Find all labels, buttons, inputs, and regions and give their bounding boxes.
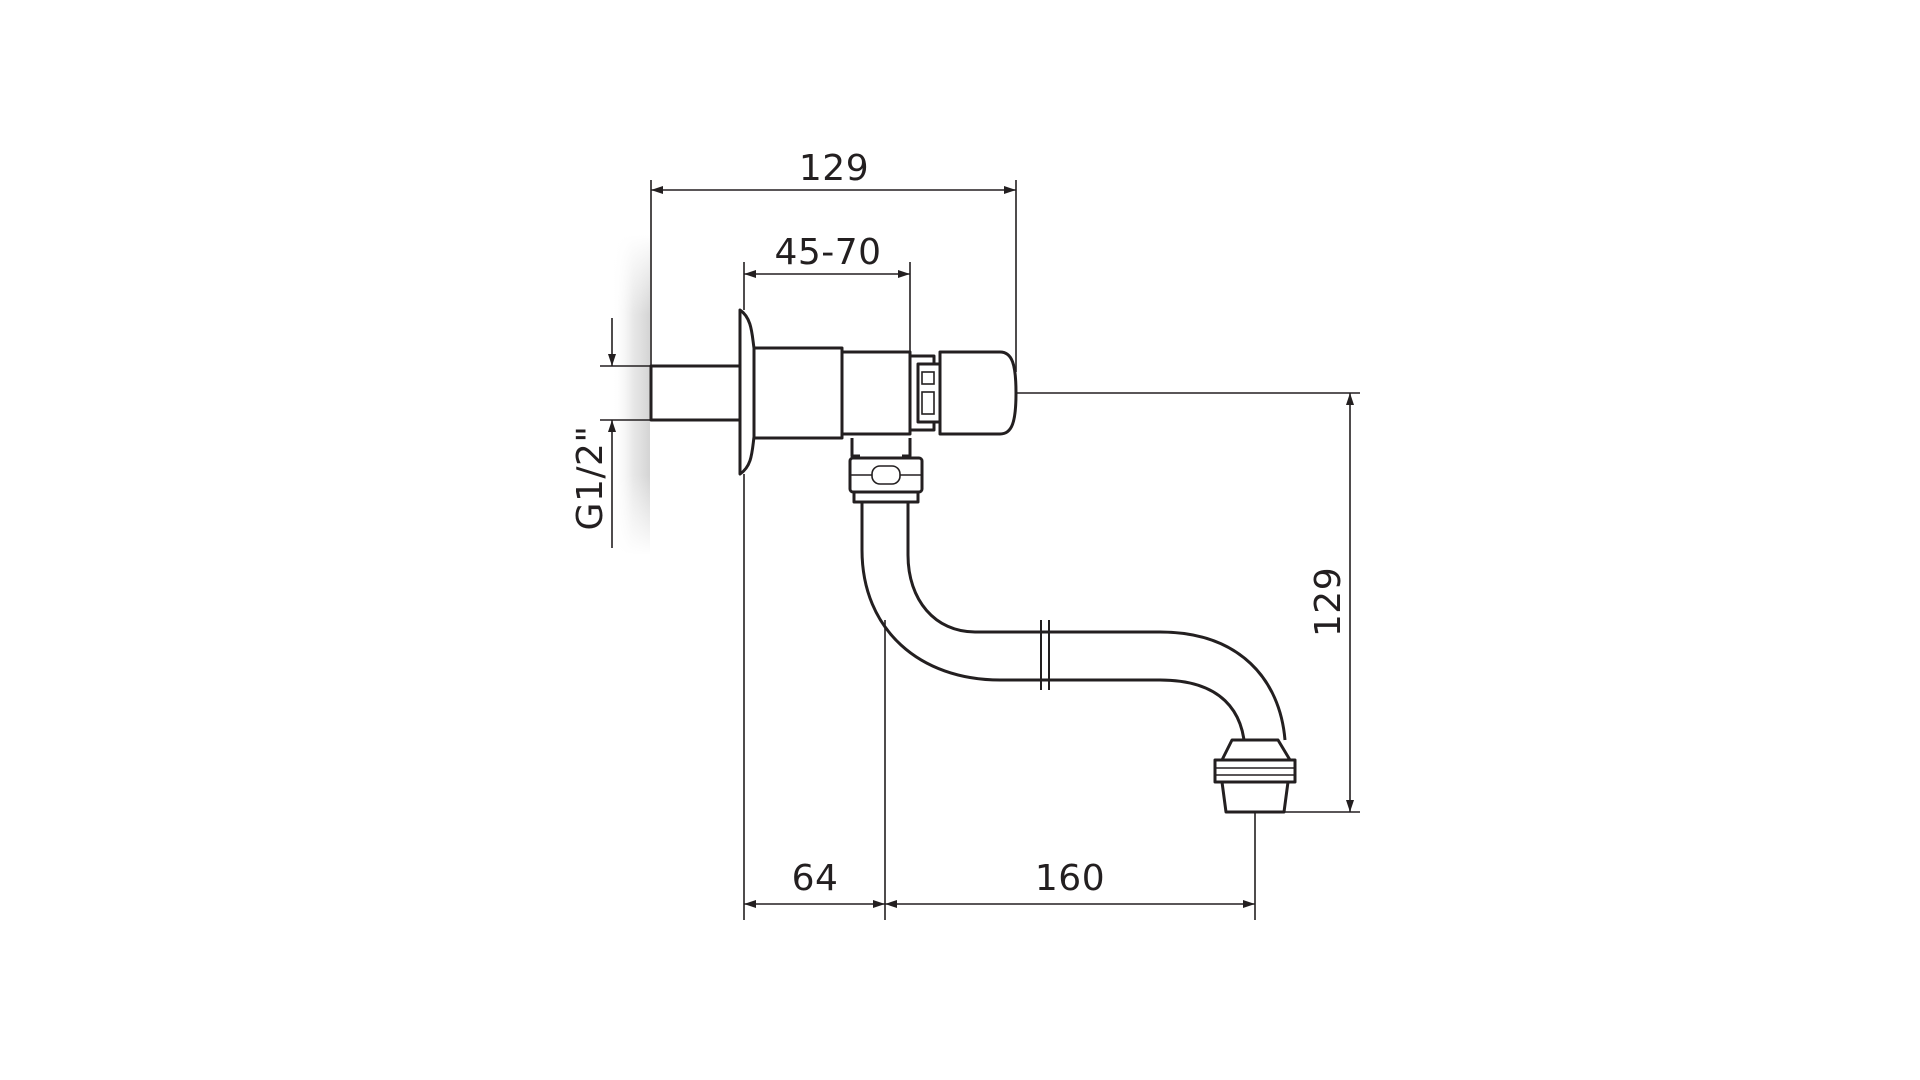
dim-label-thread: G1/2" xyxy=(570,426,611,531)
aerator-tip xyxy=(1220,780,1290,814)
dim-label-outlet-offset: 64 xyxy=(792,858,839,899)
dimensions: 129 45-70 G1/2" 129 64 160 xyxy=(570,148,1360,920)
valve-body xyxy=(752,346,844,440)
faucet-drawing xyxy=(649,308,1297,814)
dim-label-spout-reach: 160 xyxy=(1035,858,1105,899)
spout-outer xyxy=(860,502,1247,756)
dim-label-spout-height: 129 xyxy=(1308,567,1349,637)
dim-label-overall-length: 129 xyxy=(799,148,869,189)
wall-flange xyxy=(738,308,756,476)
swivel-ring xyxy=(852,490,920,504)
aerator-collar xyxy=(1220,738,1292,762)
dim-label-wall-adjust: 45-70 xyxy=(774,232,881,273)
wall-shading xyxy=(612,235,650,555)
push-button xyxy=(938,350,1018,436)
aerator-body xyxy=(1213,758,1297,784)
cap-nut-detail xyxy=(921,391,935,415)
spout-inner xyxy=(906,502,1287,741)
cap-nut-detail xyxy=(921,371,935,385)
inlet-stub xyxy=(649,364,742,422)
valve-mid xyxy=(840,350,912,436)
outlet-neck xyxy=(860,436,902,458)
